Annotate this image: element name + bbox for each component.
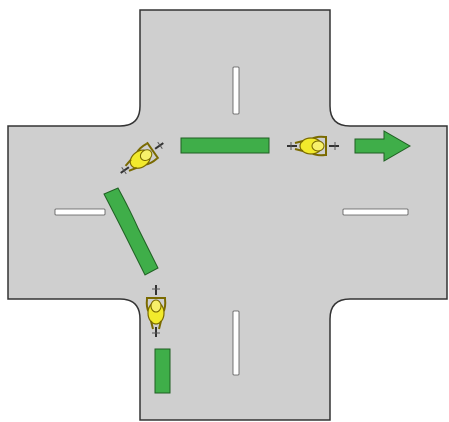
lane-marking-south	[232, 310, 240, 376]
lane-marking-west	[54, 208, 106, 216]
lane-marking-north	[232, 66, 240, 115]
road-surface	[7, 9, 448, 421]
path-segment-approach	[154, 348, 171, 394]
path-segment-turn	[103, 187, 159, 276]
lane-markings	[54, 66, 409, 376]
right-arrow-icon	[354, 130, 412, 162]
path-segment-exit	[180, 137, 270, 154]
lane-marking-east	[342, 208, 409, 216]
cyclist-path	[103, 130, 412, 394]
